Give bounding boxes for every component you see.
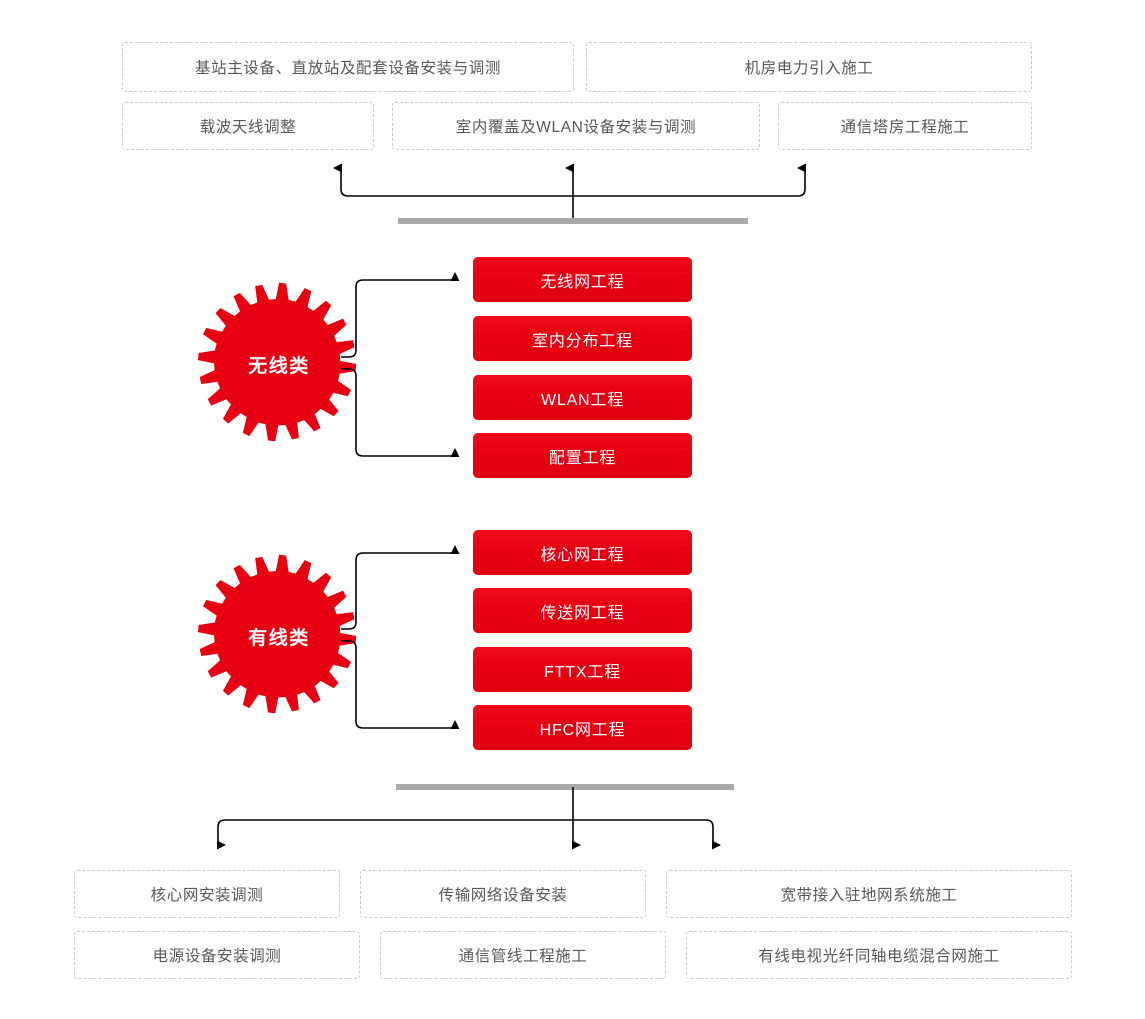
red-box-wlan[interactable]: WLAN工程 (473, 375, 692, 420)
red-box-configuration[interactable]: 配置工程 (473, 433, 692, 478)
top-box-base-station-equipment[interactable]: 基站主设备、直放站及配套设备安装与调测 (122, 42, 574, 92)
top-box-power-intro[interactable]: 机房电力引入施工 (586, 42, 1032, 92)
bottom-box-pipeline[interactable]: 通信管线工程施工 (380, 931, 666, 979)
lower-separator-bar (396, 784, 734, 790)
gear-wireless-shape (197, 282, 357, 442)
red-box-core-network[interactable]: 核心网工程 (473, 530, 692, 575)
upper-wire-left (333, 163, 573, 197)
red-box-indoor-distribution[interactable]: 室内分布工程 (473, 316, 692, 361)
top-box-carrier-antenna[interactable]: 载波天线调整 (122, 102, 374, 150)
upper-wire-right (573, 163, 806, 197)
bottom-box-catv-hfc[interactable]: 有线电视光纤同轴电缆混合网施工 (686, 931, 1072, 979)
red-box-transport-network[interactable]: 传送网工程 (473, 588, 692, 633)
top-box-tower-room[interactable]: 通信塔房工程施工 (778, 102, 1032, 150)
gear-wired-shape (197, 554, 357, 714)
lower-wire-left (217, 819, 573, 850)
bottom-box-broadband-access[interactable]: 宽带接入驻地网系统施工 (666, 870, 1072, 918)
bottom-box-power-equipment[interactable]: 电源设备安装调测 (74, 931, 360, 979)
red-box-fttx[interactable]: FTTX工程 (473, 647, 692, 692)
lower-wire-right (573, 819, 721, 850)
upper-separator-bar (398, 218, 748, 224)
upper-connector-group (333, 163, 806, 218)
red-box-hfc[interactable]: HFC网工程 (473, 705, 692, 750)
gear-wired[interactable]: 有线类 (196, 553, 362, 719)
bottom-box-transport-install[interactable]: 传输网络设备安装 (360, 870, 646, 918)
gear-wireless[interactable]: 无线类 (196, 281, 362, 447)
lower-connector-group (217, 787, 721, 850)
top-box-indoor-wlan[interactable]: 室内覆盖及WLAN设备安装与调测 (392, 102, 760, 150)
bottom-box-core-install[interactable]: 核心网安装调测 (74, 870, 340, 918)
red-box-wireless-network[interactable]: 无线网工程 (473, 257, 692, 302)
